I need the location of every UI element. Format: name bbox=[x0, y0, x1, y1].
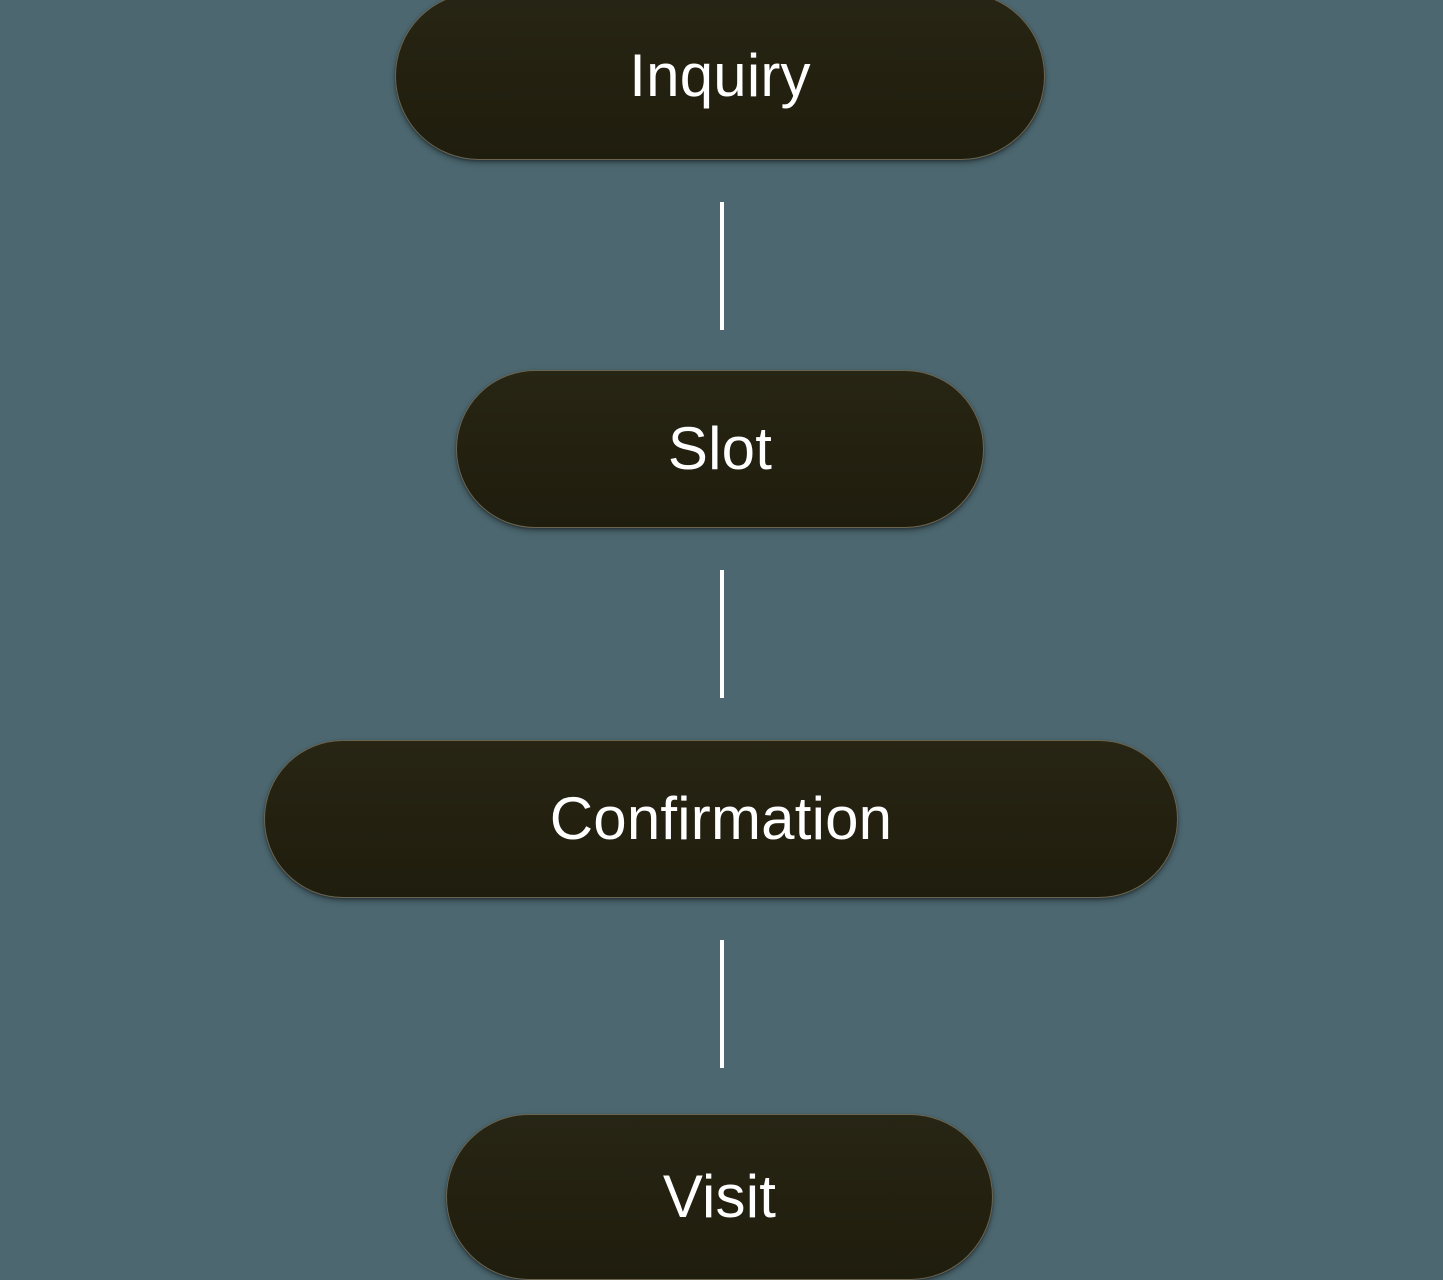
flow-node-inquiry[interactable]: Inquiry bbox=[395, 0, 1045, 160]
flow-edge-confirmation-to-visit bbox=[720, 940, 724, 1068]
flow-node-label: Confirmation bbox=[549, 785, 893, 852]
flow-node-label: Slot bbox=[667, 415, 773, 482]
flow-node-slot[interactable]: Slot bbox=[456, 370, 984, 528]
flow-node-visit[interactable]: Visit bbox=[446, 1114, 993, 1280]
flow-edge-slot-to-confirmation bbox=[720, 570, 724, 698]
flow-edge-inquiry-to-slot bbox=[720, 202, 724, 330]
flow-node-label: Visit bbox=[662, 1163, 777, 1230]
flow-node-label: Inquiry bbox=[629, 42, 811, 109]
flow-node-confirmation[interactable]: Confirmation bbox=[264, 740, 1178, 898]
